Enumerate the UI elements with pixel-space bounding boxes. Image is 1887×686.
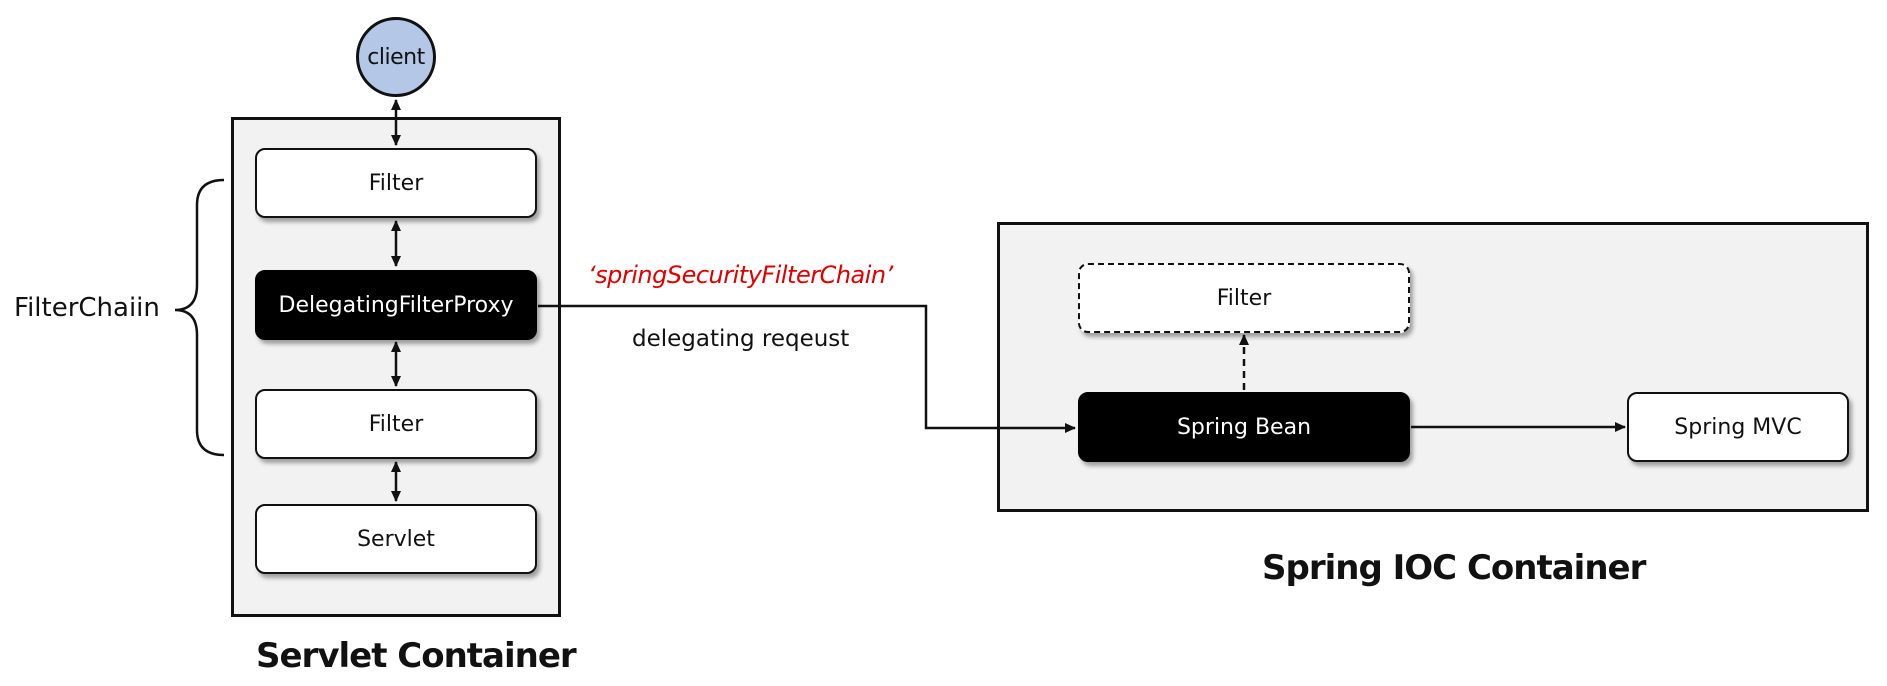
servlet-node: Servlet (255, 504, 537, 574)
spring-bean-node: Spring Bean (1078, 392, 1410, 462)
filter-chain-label: FilterChaiin (14, 293, 160, 323)
spring-mvc-label: Spring MVC (1674, 414, 1802, 440)
client-node: client (356, 17, 436, 97)
filter-node-top-label: Filter (368, 170, 424, 196)
servlet-node-label: Servlet (357, 526, 435, 552)
filter-chain-brace (174, 178, 225, 457)
spring-ioc-container-caption: Spring IOC Container (1262, 548, 1646, 588)
delegating-filter-proxy-label: DelegatingFilterProxy (278, 292, 514, 318)
spring-mvc-node: Spring MVC (1627, 392, 1849, 462)
filter-node-bottom-label: Filter (368, 411, 424, 437)
delegating-filter-proxy-node: DelegatingFilterProxy (255, 270, 537, 340)
ioc-filter-label: Filter (1216, 285, 1272, 311)
ioc-filter-node: Filter (1078, 263, 1410, 333)
spring-security-filter-chain-label: ‘springSecurityFilterChain’ (588, 261, 893, 289)
filter-node-bottom: Filter (255, 389, 537, 459)
delegating-request-label: delegating reqeust (632, 326, 850, 352)
servlet-container-caption: Servlet Container (256, 636, 577, 676)
delegation-arrow (538, 304, 1076, 433)
spring-bean-label: Spring Bean (1176, 414, 1312, 440)
client-label: client (367, 44, 425, 70)
filter-node-top: Filter (255, 148, 537, 218)
